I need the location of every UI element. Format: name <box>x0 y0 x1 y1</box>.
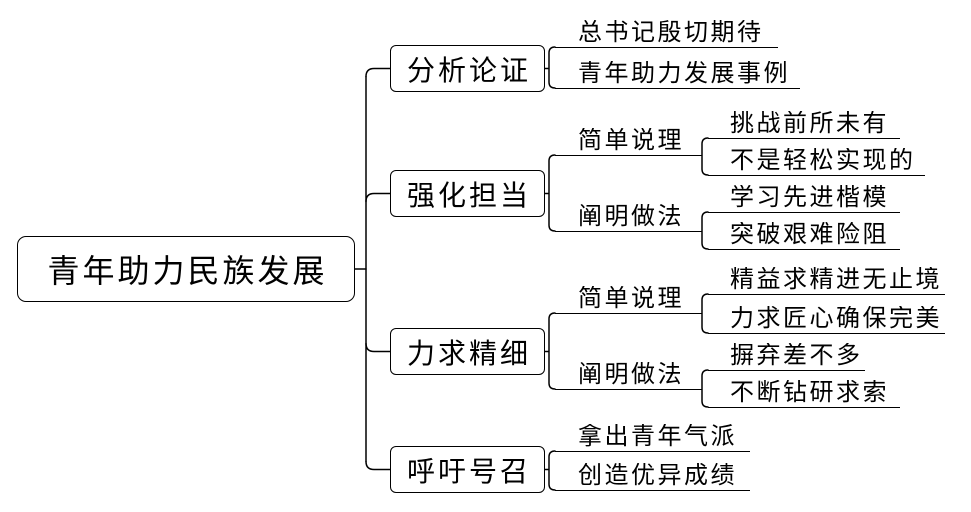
branch-connector <box>365 192 391 203</box>
subtopic-precision-method: 阐明做法 <box>555 362 702 390</box>
branch-topic-label: 力求精细 <box>406 336 531 370</box>
branch-topic-responsibility: 强化担当 <box>390 170 545 217</box>
subtopic-youth-examples: 青年助力发展事例 <box>555 61 800 89</box>
branch-connector <box>365 67 391 78</box>
branch-topic-label: 强化担当 <box>406 178 531 212</box>
detail-connector <box>701 211 709 250</box>
branch-connector <box>365 460 391 471</box>
subtopic-connector <box>544 450 556 491</box>
detail-connector <box>701 369 709 408</box>
subtopic-connector <box>544 312 556 390</box>
branch-topic-call-to-action: 呼吁号召 <box>390 446 545 493</box>
detail-topic: 精益求精进无止境 <box>708 267 945 295</box>
detail-connector <box>701 137 709 176</box>
branch-topic-label: 分析论证 <box>406 53 531 87</box>
detail-topic: 不断钻研求索 <box>708 380 900 408</box>
subtopic-responsibility-reasoning: 简单说理 <box>555 128 702 156</box>
subtopic-connector <box>544 154 556 232</box>
subtopic-expectations: 总书记殷切期待 <box>555 20 778 48</box>
subtopic-precision-reasoning: 简单说理 <box>555 286 702 314</box>
detail-connector <box>701 293 709 334</box>
detail-topic: 不是轻松实现的 <box>708 148 925 176</box>
subtopic-connector <box>544 46 556 89</box>
subtopic-achievements: 创造优异成绩 <box>555 463 750 491</box>
branch-topic-precision: 力求精细 <box>390 328 545 375</box>
detail-topic: 力求匠心确保完美 <box>708 306 945 334</box>
detail-topic: 学习先进楷模 <box>708 185 900 213</box>
subtopic-responsibility-method: 阐明做法 <box>555 204 702 232</box>
detail-topic: 突破艰难险阻 <box>708 222 900 250</box>
root-topic: 青年助力民族发展 <box>17 236 355 302</box>
detail-topic: 摒弃差不多 <box>708 343 865 371</box>
branch-topic-label: 呼吁号召 <box>406 454 531 488</box>
branch-connector <box>365 342 391 353</box>
subtopic-youth-spirit: 拿出青年气派 <box>555 424 750 452</box>
detail-topic: 挑战前所未有 <box>708 111 900 139</box>
branch-topic-analysis: 分析论证 <box>390 45 545 92</box>
root-topic-label: 青年助力民族发展 <box>47 252 328 290</box>
